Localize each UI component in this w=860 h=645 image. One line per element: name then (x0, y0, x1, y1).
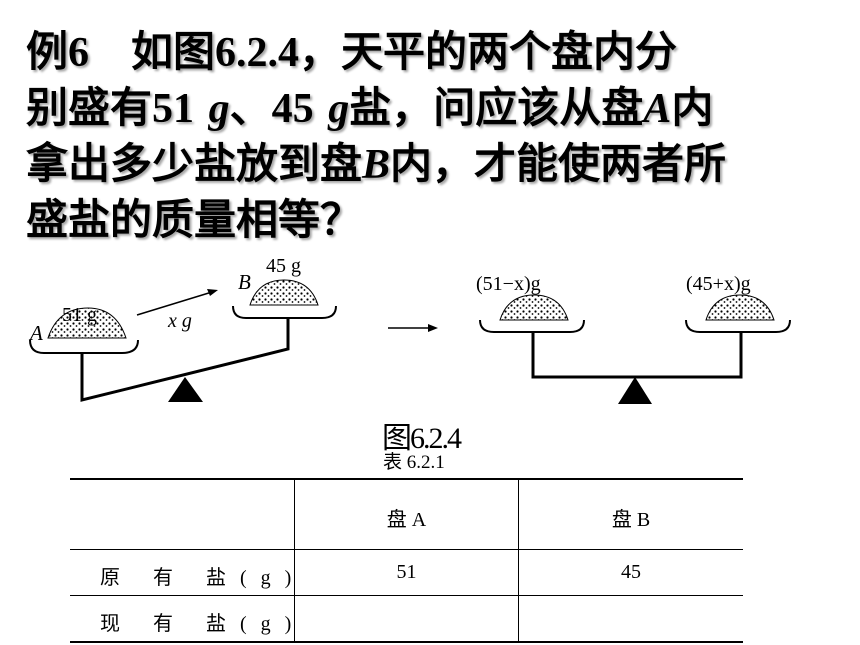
header-plate-a: 盘 A (386, 509, 427, 531)
plate-a-label: A (643, 86, 672, 132)
fulcrum (168, 377, 203, 402)
balance-beam (80, 318, 290, 402)
unit: g (328, 86, 350, 132)
table-top-rule (70, 478, 743, 480)
table-header-rule (70, 549, 743, 550)
transfer-arrow (136, 291, 213, 316)
label-mass-b: 45 g (266, 255, 301, 277)
text: 、 (229, 83, 272, 132)
mass-a: 51 (152, 86, 195, 132)
label-a: A (28, 321, 43, 345)
salt-pile-a (47, 307, 127, 339)
problem-line-2: 别盛有51 g、45 g盐，问应该从盘A内 (26, 80, 836, 136)
label-mass-a-after: (51−x)g (476, 273, 541, 295)
table-col-rule (294, 479, 295, 642)
plate-b (685, 319, 791, 333)
text: 盐，问应该从盘 (349, 83, 644, 132)
example-number: 6 (68, 30, 90, 76)
table-bottom-rule (70, 641, 743, 643)
figure-ref: 6.2.4 (215, 30, 300, 76)
problem-line-4: 盛盐的质量相等？ (26, 195, 363, 244)
plate-a (29, 339, 139, 354)
row-label-current: 现 有 盐(g) (100, 613, 306, 635)
unit: g (208, 86, 230, 132)
label-mass-b-after: (45+x)g (686, 273, 751, 295)
table-caption: 表 6.2.1 (383, 452, 445, 473)
text: ，天平的两个盘内分 (299, 27, 678, 76)
cell-original-b: 45 (621, 561, 641, 583)
balance-beam (531, 332, 743, 379)
table-col-rule (518, 479, 519, 642)
arrowhead (207, 289, 218, 296)
tilted-balance: A 51 g B 45 g x g (28, 255, 337, 402)
arrowhead (428, 324, 438, 332)
salt-pile-b (249, 279, 319, 306)
text: 内 (671, 83, 714, 132)
balance-figure: A 51 g B 45 g x g (51−x)g (45+x)g (28, 255, 791, 404)
spacer (89, 27, 131, 76)
mass-b: 45 (271, 86, 314, 132)
cell-original-a: 51 (396, 561, 417, 583)
text: 别盛有 (26, 83, 153, 132)
fulcrum (618, 377, 652, 404)
row-label-original: 原 有 盐(g) (100, 567, 306, 589)
plate-a (479, 319, 585, 333)
text: 如图 (131, 27, 216, 76)
text: 内，才能使两者所 (390, 139, 727, 188)
table-row-rule (70, 595, 743, 596)
problem-line-1: 例6 如图6.2.4，天平的两个盘内分 (26, 24, 836, 80)
plate-b-label: B (362, 142, 391, 188)
figure-caption: 图6.2.4 (382, 422, 462, 455)
problem-statement: 例6 如图6.2.4，天平的两个盘内分 别盛有51 g、45 g盐，问应该从盘A… (26, 24, 836, 248)
level-balance: (51−x)g (45+x)g (476, 273, 791, 404)
label-b: B (238, 270, 251, 294)
label-mass-a: 51 g (62, 304, 97, 326)
text: 拿出多少盐放到盘 (26, 139, 363, 188)
label-transfer: x g (167, 310, 192, 332)
salt-pile-a (499, 294, 569, 321)
example-label: 例 (26, 27, 69, 76)
header-plate-b: 盘 B (611, 509, 651, 531)
problem-line-3: 拿出多少盐放到盘B内，才能使两者所 (26, 136, 836, 192)
salt-pile-b (705, 294, 775, 321)
plate-b (232, 305, 337, 319)
